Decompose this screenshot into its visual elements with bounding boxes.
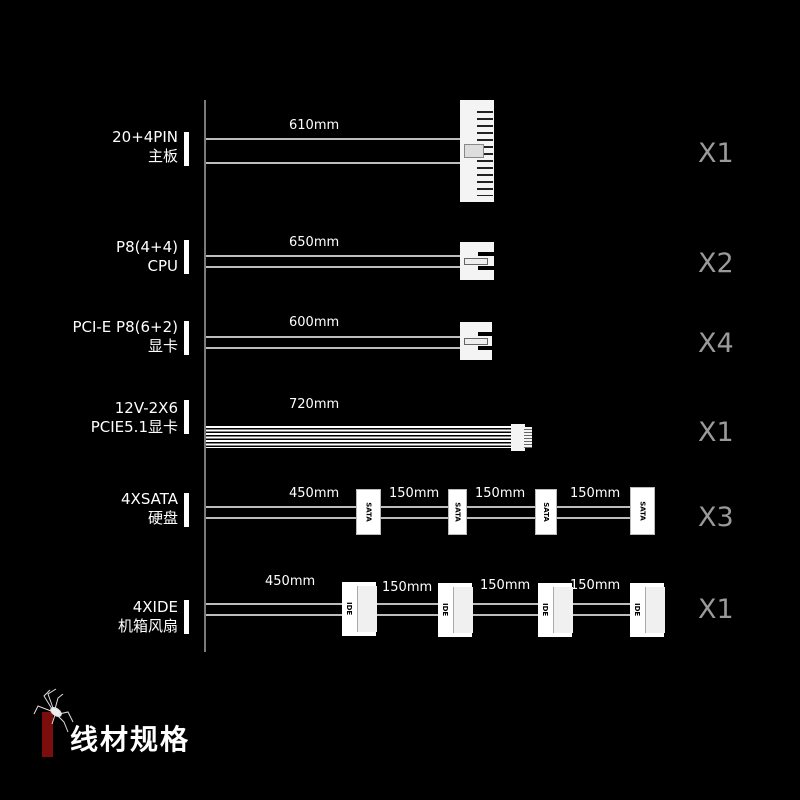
sata-connector-icon: SATA	[448, 489, 467, 535]
cpu-8pin-connector-icon	[460, 242, 494, 280]
cable-label-line1: P8(4+4)	[116, 238, 178, 256]
cable-length: 150mm	[382, 580, 433, 595]
wire	[206, 614, 636, 616]
atx-24pin-connector-icon	[460, 100, 494, 202]
cable-label-line1: 4XSATA	[121, 490, 178, 508]
cable-length: 150mm	[389, 486, 440, 501]
cable-length: 450mm	[289, 486, 340, 501]
cable-label-line1: 20+4PIN	[112, 128, 178, 146]
cable-label-line1: PCI-E P8(6+2)	[72, 318, 178, 336]
ide-molex-connector-icon: IDE	[438, 583, 473, 637]
cable-label-line1: 4XIDE	[132, 598, 178, 616]
cable-label: 12V-2X6 PCIE5.1显卡	[91, 399, 178, 437]
12v-2x6-connector-icon	[511, 424, 532, 451]
cable-length: 450mm	[265, 574, 316, 589]
flat-cable-bundle	[206, 426, 512, 448]
cable-label-line2: 主板	[147, 147, 178, 165]
sata-connector-icon: SATA	[535, 489, 557, 535]
quantity: X2	[698, 248, 734, 279]
label-marker-bar	[184, 240, 189, 274]
label-marker-bar	[184, 400, 189, 434]
quantity: X4	[698, 328, 734, 359]
sata-connector-icon: SATA	[356, 489, 381, 535]
wire	[206, 517, 636, 519]
cable-label-line2: 显卡	[147, 337, 178, 355]
cable-label-line2: CPU	[147, 257, 179, 275]
wire	[206, 347, 460, 349]
wire	[206, 162, 460, 164]
quantity: X1	[698, 417, 734, 448]
cable-label: PCI-E P8(6+2) 显卡	[72, 318, 178, 356]
quantity: X3	[698, 502, 734, 533]
cable-label: 4XSATA 硬盘	[121, 490, 178, 528]
label-marker-bar	[184, 321, 189, 355]
cable-label: 20+4PIN 主板	[112, 128, 178, 166]
cable-label: P8(4+4) CPU	[116, 238, 178, 276]
pcie-8pin-connector-icon	[460, 322, 494, 360]
cable-label-line2: PCIE5.1显卡	[90, 418, 178, 436]
cable-length: 600mm	[289, 315, 340, 330]
quantity: X1	[698, 138, 734, 169]
cable-label-line1: 12V-2X6	[114, 399, 178, 417]
wire	[206, 138, 460, 140]
label-marker-bar	[184, 493, 189, 527]
sata-connector-icon: SATA	[630, 487, 655, 535]
ide-molex-connector-icon: IDE	[538, 583, 573, 637]
wire	[206, 336, 460, 338]
cable-length: 150mm	[480, 578, 531, 593]
cable-length: 610mm	[289, 118, 340, 133]
label-marker-bar	[184, 600, 189, 634]
wire	[206, 255, 460, 257]
cable-length: 150mm	[570, 578, 621, 593]
cable-label: 4XIDE 机箱风扇	[118, 598, 178, 636]
cable-length: 150mm	[570, 486, 621, 501]
cable-length: 150mm	[475, 486, 526, 501]
wire	[206, 603, 636, 605]
cable-label-line2: 机箱风扇	[117, 617, 178, 635]
cable-length: 720mm	[289, 397, 340, 412]
ide-molex-connector-icon: IDE	[342, 582, 377, 636]
ide-molex-connector-icon: IDE	[630, 583, 665, 637]
quantity: X1	[698, 594, 734, 625]
section-title: 线材规格	[70, 723, 191, 756]
axis-divider-line	[204, 100, 206, 652]
cable-label-line2: 硬盘	[147, 509, 178, 527]
label-marker-bar	[184, 132, 189, 166]
wire	[206, 506, 636, 508]
cable-length: 650mm	[289, 235, 340, 250]
wire	[206, 266, 460, 268]
brand-red-bar	[42, 712, 53, 757]
spider-logo-icon	[33, 688, 74, 733]
